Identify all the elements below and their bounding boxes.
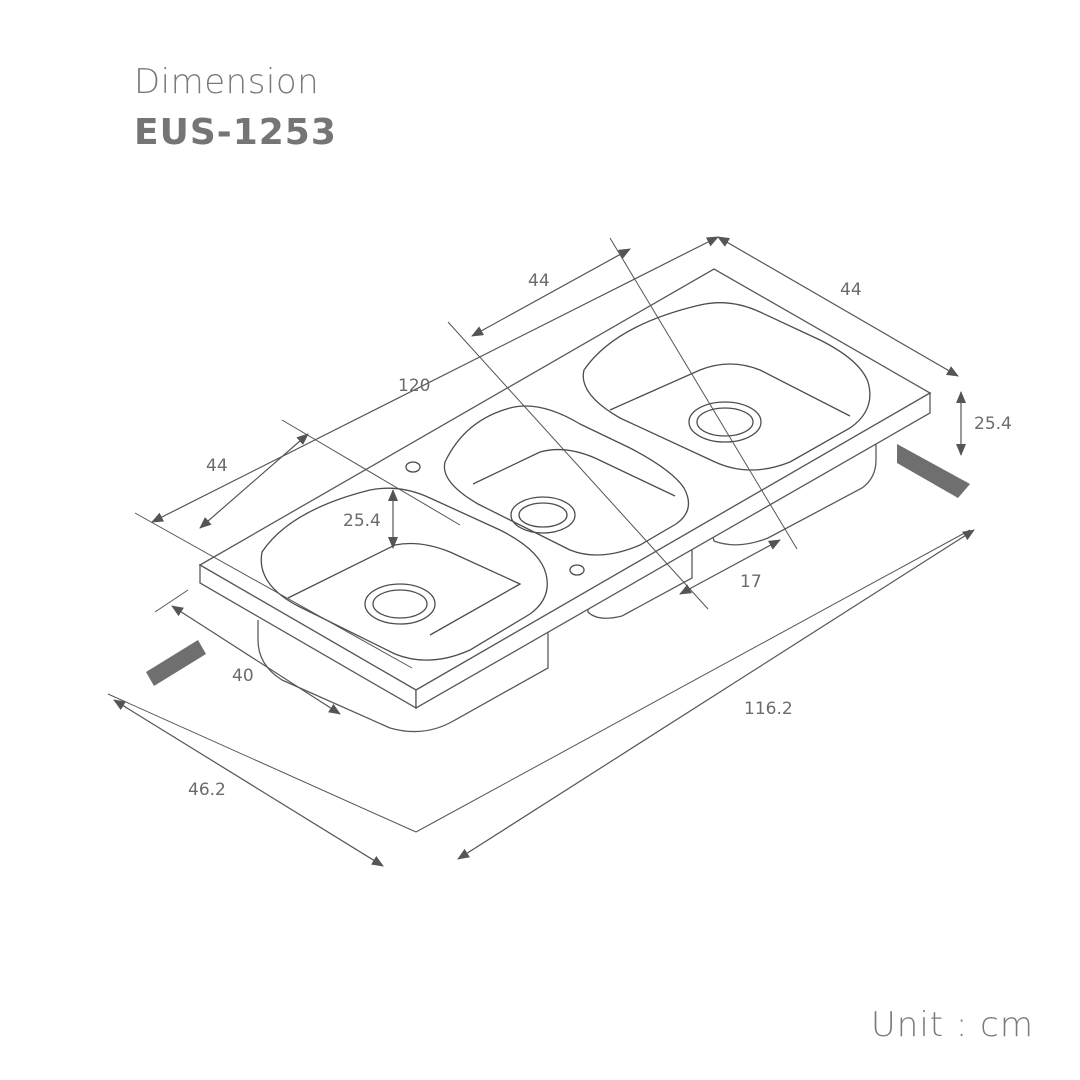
- sink-body: [198, 268, 932, 733]
- section-marker-left: [146, 640, 206, 686]
- label-40: 40: [232, 666, 254, 686]
- dim-line-left-44: [199, 433, 309, 529]
- label-116-2: 116.2: [744, 699, 793, 719]
- dim-line-46-2: [113, 699, 384, 867]
- page-title: Dimension: [134, 62, 320, 102]
- label-17: 17: [740, 572, 762, 592]
- label-120: 120: [398, 376, 430, 396]
- section-marker-right: [897, 444, 970, 498]
- left-drain-outer: [364, 583, 436, 625]
- dim-line-116-2: [457, 529, 975, 860]
- left-drain-inner: [372, 589, 428, 619]
- label-depth-right: 25.4: [974, 414, 1012, 434]
- unit-label: Unit : cm: [870, 1005, 1034, 1045]
- label-left-44: 44: [206, 456, 228, 476]
- label-depth-left: 25.4: [343, 511, 381, 531]
- dim-line-right-44: [717, 236, 959, 377]
- model-number: EUS-1253: [134, 112, 337, 153]
- label-right-44: 44: [840, 280, 862, 300]
- label-46-2: 46.2: [188, 780, 226, 800]
- label-top-44: 44: [528, 271, 550, 291]
- dim-line-40: [171, 605, 341, 715]
- dim-line-top-44: [471, 248, 631, 337]
